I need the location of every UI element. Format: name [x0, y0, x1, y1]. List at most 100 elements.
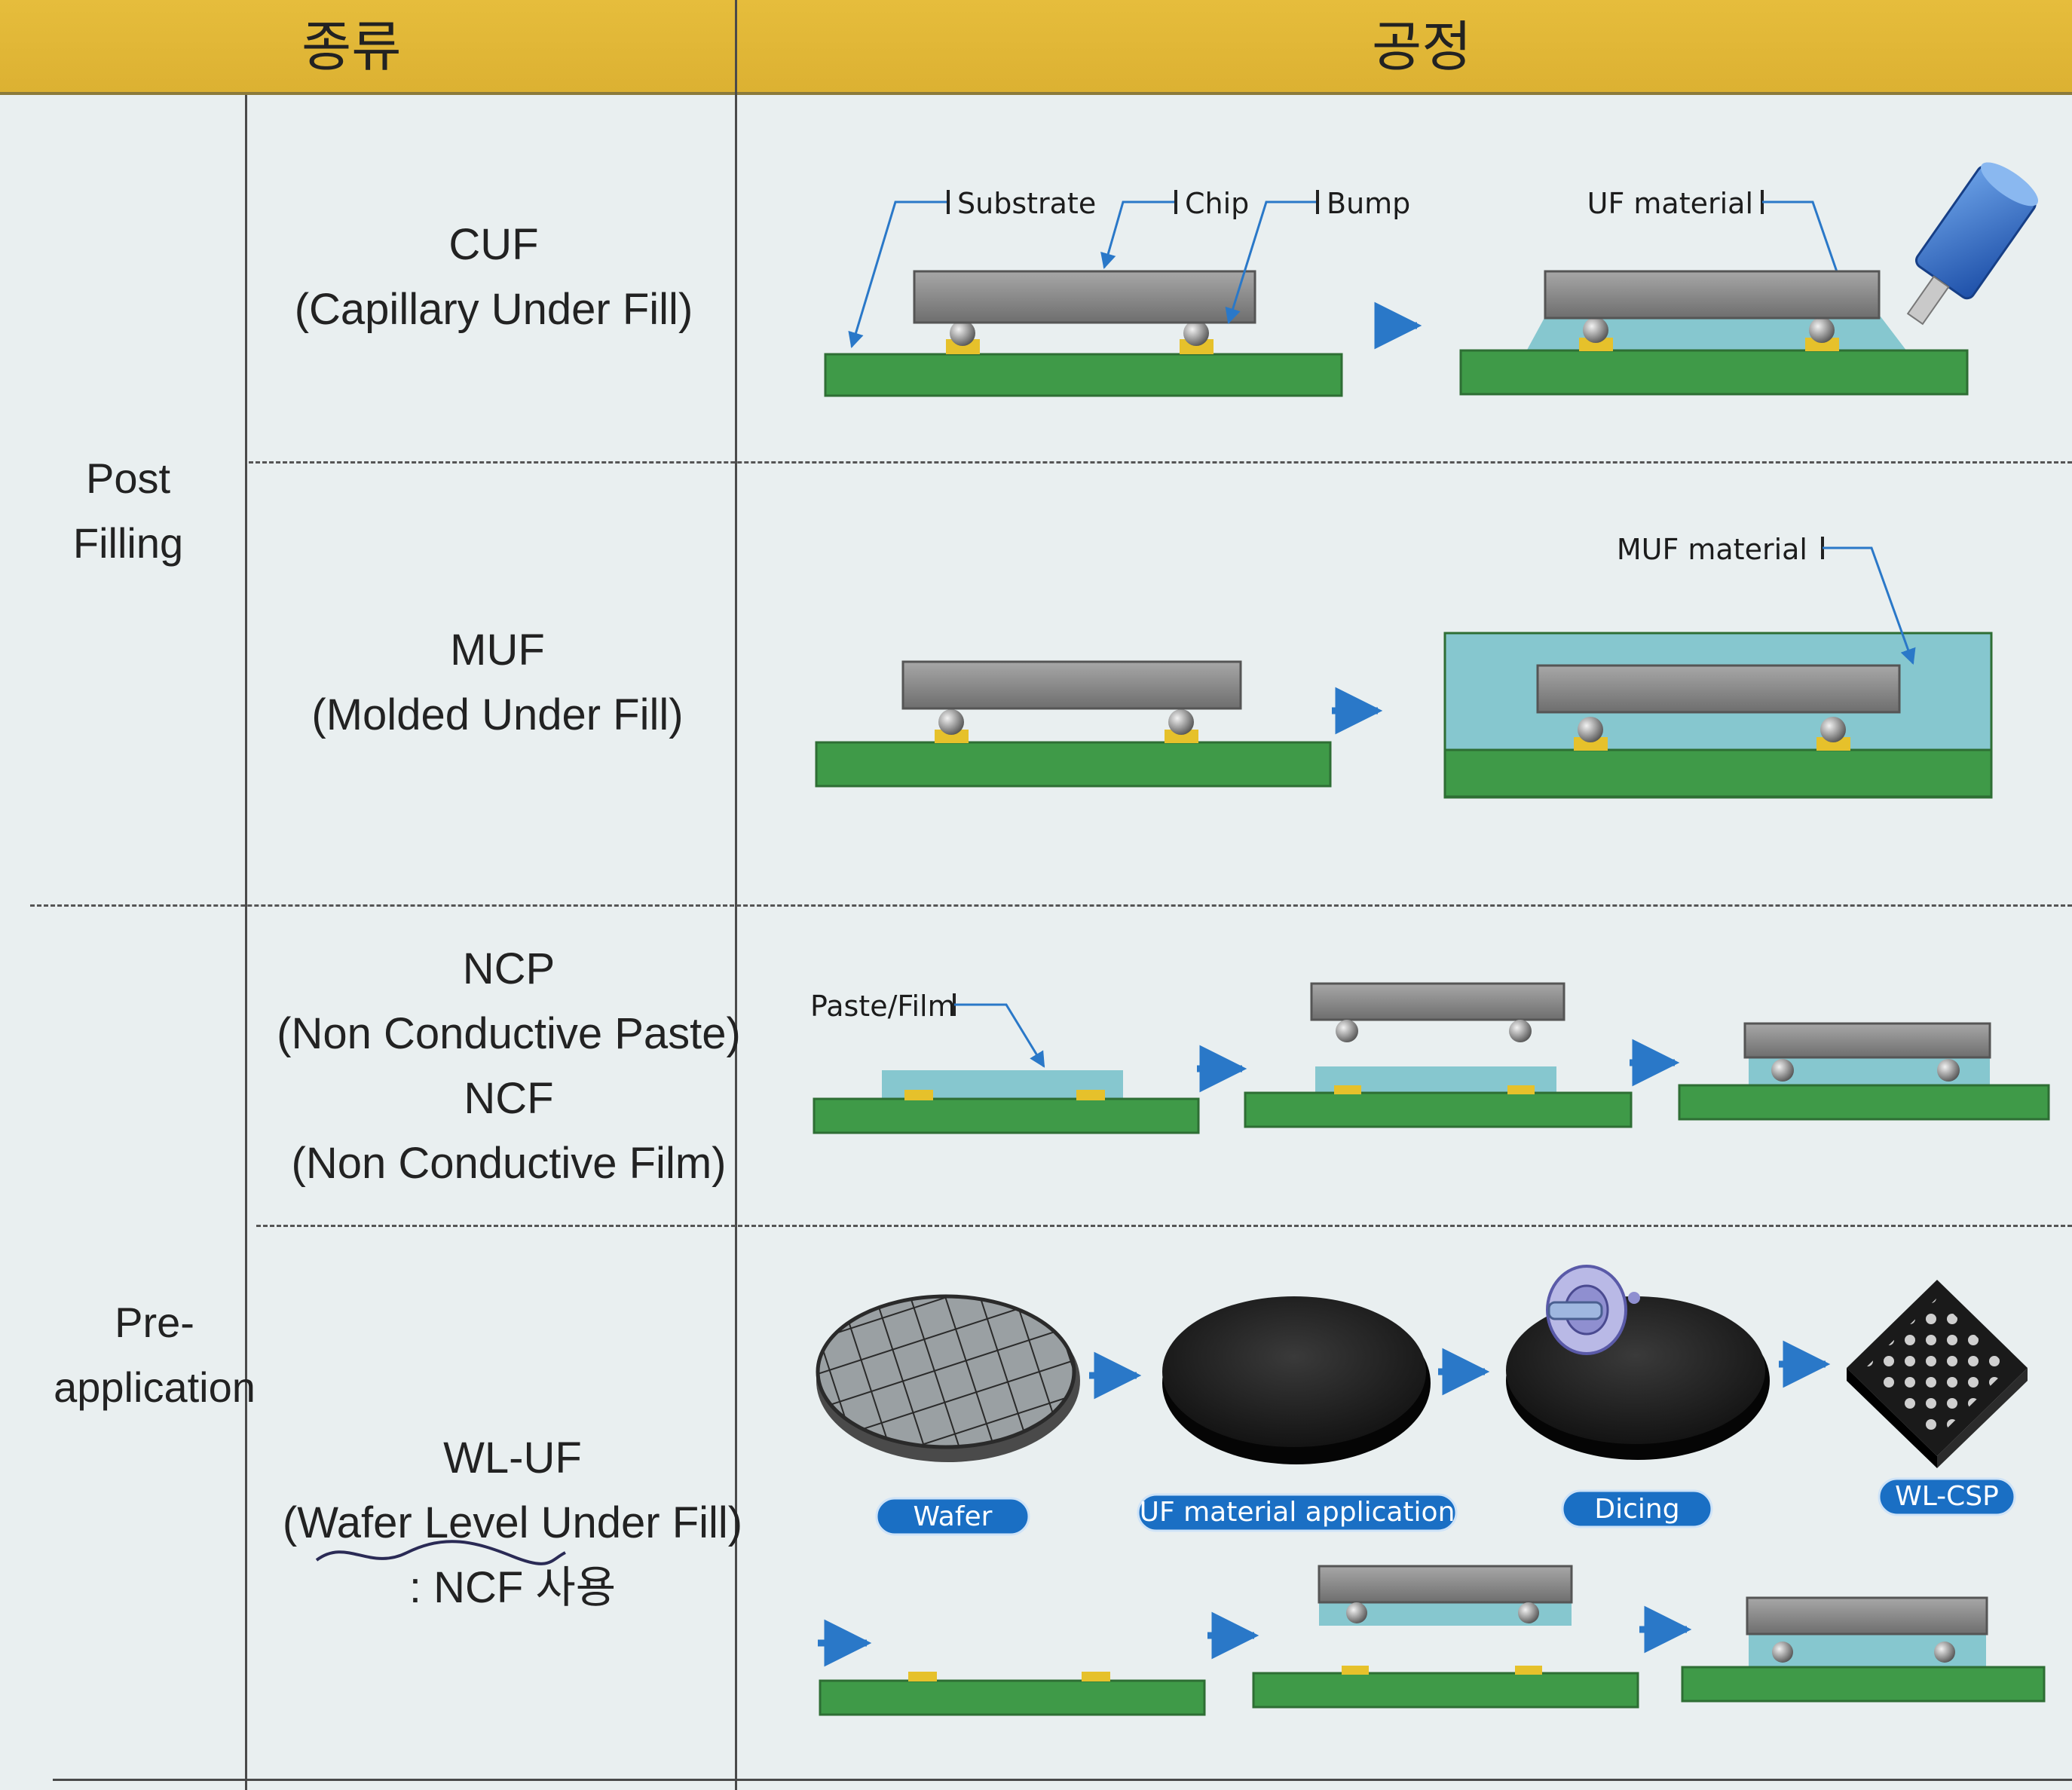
type-ncp-ncf: NCP (Non Conductive Paste) NCF (Non Cond… [268, 937, 750, 1196]
column-divider-process [735, 0, 737, 1790]
type-ncp-abbr: NCP [462, 944, 555, 993]
header-process-label: 공정 [1372, 15, 1472, 78]
column-divider-type [245, 95, 247, 1790]
solder-bump [1820, 717, 1846, 742]
solder-bump [938, 709, 964, 735]
substrate-rect [824, 353, 1343, 397]
type-wluf-abbr: WL-UF [443, 1434, 582, 1482]
chip-rect [1544, 270, 1881, 320]
wl-csp-package [1847, 1280, 2028, 1468]
type-cuf: CUF (Capillary Under Fill) [256, 213, 731, 342]
wafer-dicing [1506, 1265, 1770, 1460]
dispenser-nozzle [1906, 162, 2039, 326]
solder-bump [1168, 709, 1194, 735]
label-chip: Chip [1185, 187, 1249, 220]
substrate-rect [1459, 349, 1969, 396]
bump-pad [1082, 1672, 1110, 1681]
wafer-coated [1162, 1296, 1431, 1464]
bump-pad [904, 1090, 933, 1100]
handwritten-underline [315, 1540, 566, 1565]
wluf-step-3 [1681, 1596, 2046, 1703]
chip-rect [1536, 664, 1901, 714]
type-ncf-full: (Non Conductive Film) [291, 1139, 727, 1188]
ncp-step-2 [1244, 982, 1633, 1128]
type-wluf-note: : NCF 사용 [409, 1563, 617, 1612]
bump-pad [1076, 1090, 1105, 1100]
step-pill-uf-application: UF material application [1137, 1493, 1458, 1532]
type-wluf-full: (Wafer Level Under Fill) [282, 1498, 743, 1547]
bump-pad [1165, 730, 1198, 743]
table-header [0, 0, 2072, 95]
bump-pad [1507, 1085, 1535, 1094]
category-pre-application: Pre- application [54, 1299, 256, 1411]
callout-arrow [954, 1003, 1045, 1068]
solder-bump [1934, 1642, 1955, 1663]
svg-text:Wafer: Wafer [914, 1501, 993, 1532]
chip-rect [1318, 1565, 1573, 1604]
type-cuf-full: (Capillary Under Fill) [294, 285, 693, 334]
label-muf-material: MUF material [1617, 533, 1807, 566]
bump-pad [1334, 1085, 1361, 1094]
row-divider-cuf-muf [249, 461, 2072, 464]
callout-arrow [1823, 546, 1916, 665]
row-divider-ncp-wluf [256, 1225, 2072, 1227]
type-muf-full: (Molded Under Fill) [311, 690, 684, 739]
chip-rect [1310, 982, 1565, 1021]
type-cuf-abbr: CUF [448, 220, 539, 269]
solder-bump [1772, 1642, 1793, 1663]
bump-pad [1816, 737, 1850, 751]
solder-bump [1771, 1059, 1794, 1082]
wluf-step-1 [819, 1672, 1206, 1716]
substrate-rect [1681, 1666, 2046, 1703]
bump-pad [908, 1672, 937, 1681]
wluf-step-2 [1252, 1565, 1639, 1709]
bump-pad [1342, 1666, 1369, 1675]
step-pill-wl-csp: WL-CSP [1878, 1477, 2016, 1516]
solder-bump [1509, 1020, 1532, 1042]
chip-rect [901, 660, 1242, 710]
solder-bump [1518, 1602, 1539, 1623]
solder-bump [1809, 317, 1835, 343]
header-type-label: 종류 [301, 15, 402, 78]
bump-pad [1515, 1666, 1542, 1675]
label-uf-material: UF material [1587, 187, 1753, 220]
solder-bump [1346, 1602, 1367, 1623]
chip-rect [913, 270, 1256, 324]
substrate-rect [813, 1097, 1200, 1134]
ncp-step-1 [813, 1070, 1200, 1134]
type-ncf-abbr: NCF [464, 1074, 554, 1123]
substrate-rect [1244, 1091, 1633, 1128]
substrate-rect [1252, 1672, 1639, 1709]
chip-rect [1746, 1596, 1988, 1635]
label-bump: Bump [1327, 187, 1410, 220]
cuf-step-2 [1459, 162, 2039, 396]
solder-bump [950, 320, 975, 346]
type-ncp-full: (Non Conductive Paste) [277, 1009, 741, 1058]
solder-bump [1937, 1059, 1960, 1082]
substrate-rect [815, 741, 1332, 788]
cuf-step-1 [824, 270, 1343, 397]
solder-bump [1183, 320, 1209, 346]
type-muf-abbr: MUF [450, 626, 545, 675]
muf-step-2 [1443, 632, 1993, 799]
substrate-rect [1443, 748, 1993, 798]
substrate-rect [819, 1679, 1206, 1716]
svg-text:UF material application: UF material application [1140, 1497, 1455, 1528]
bump-pad [1579, 338, 1613, 351]
substrate-rect [1678, 1084, 2050, 1121]
solder-bump [1336, 1020, 1358, 1042]
category-post-filling: Post Filling [72, 454, 184, 567]
type-wluf: WL-UF (Wafer Level Under Fill) : NCF 사용 [271, 1426, 754, 1620]
bump-pad [1574, 737, 1608, 751]
type-muf: MUF (Molded Under Fill) [260, 618, 735, 748]
svg-text:WL-CSP: WL-CSP [1895, 1481, 1999, 1512]
solder-bump [1578, 717, 1603, 742]
dicing-blade [1546, 1265, 1640, 1355]
label-paste-film: Paste/Film [810, 990, 956, 1023]
step-pill-dicing: Dicing [1561, 1489, 1713, 1528]
muf-step-1 [815, 660, 1332, 788]
table-bottom-border [53, 1779, 2072, 1781]
step-pill-wafer: Wafer [875, 1497, 1030, 1536]
svg-text:Dicing: Dicing [1594, 1494, 1679, 1525]
